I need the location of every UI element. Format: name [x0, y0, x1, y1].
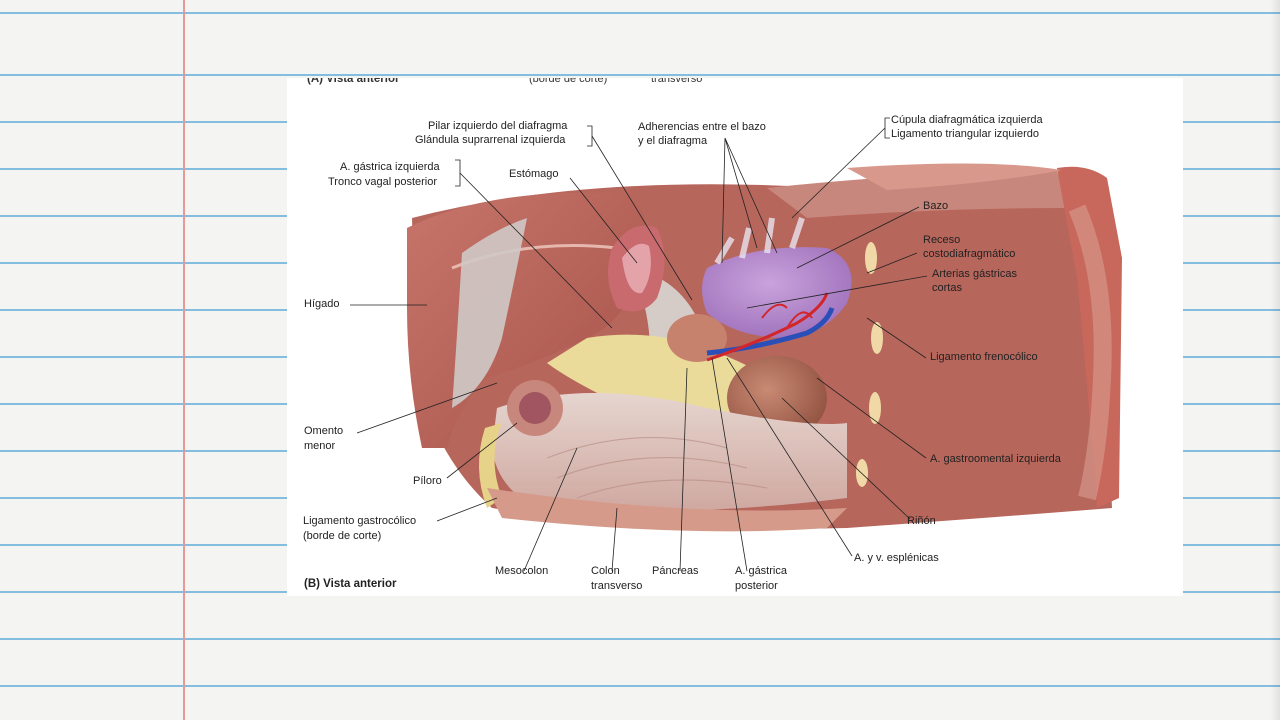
top-colon-text: transverso — [651, 78, 703, 85]
label-gastrica-posterior-1: A. gástrica — [735, 565, 787, 577]
label-gastrocolico-1: Ligamento gastrocólico — [303, 515, 417, 527]
label-gastrica-izquierda: A. gástrica izquierda — [340, 161, 440, 173]
label-pilar-izquierdo: Pilar izquierdo del diafragma — [428, 120, 568, 132]
label-pancreas: Páncreas — [652, 565, 699, 577]
anatomy-illustration — [350, 117, 1122, 572]
diaphragm-dome — [767, 170, 1067, 218]
label-adherencias-2: y el diafragma — [638, 135, 708, 147]
label-piloro: Píloro — [413, 475, 442, 487]
anatomy-figure: (A) Vista anterior (borde de corte) tran… — [287, 78, 1183, 596]
label-receso-2: costodiafragmático — [923, 248, 1016, 260]
label-mesocolon: Mesocolon — [495, 565, 549, 577]
top-border-text: (borde de corte) — [529, 78, 608, 85]
top-view-caption: (A) Vista anterior — [307, 78, 400, 85]
label-ligamento-frenocolico: Ligamento frenocólico — [930, 351, 1038, 363]
label-adherencias-1: Adherencias entre el bazo — [638, 121, 766, 133]
leader-lines — [350, 117, 928, 572]
label-higado: Hígado — [304, 298, 340, 310]
notebook-margin-line — [183, 0, 185, 720]
label-gastroomental: A. gastroomental izquierda — [930, 453, 1061, 465]
label-arterias-1: Arterias gástricas — [932, 268, 1017, 280]
label-cupula: Cúpula diafragmática izquierda — [891, 114, 1043, 126]
label-glandula-suprarrenal: Glándula suprarrenal izquierda — [415, 134, 566, 146]
label-colon-1: Colon — [591, 565, 620, 577]
greater-omentum — [492, 393, 847, 512]
spleen — [702, 247, 852, 338]
label-arterias-2: cortas — [932, 282, 962, 294]
label-ligamento-triangular: Ligamento triangular izquierdo — [891, 128, 1039, 140]
transverse-colon — [487, 488, 847, 532]
label-omento-2: menor — [304, 440, 336, 452]
figure-caption: (B) Vista anterior — [304, 578, 397, 590]
label-tronco-vagal: Tronco vagal posterior — [328, 176, 438, 188]
label-estomago: Estómago — [509, 168, 559, 180]
splenic-artery — [706, 292, 829, 362]
page-edge-shadow — [1270, 0, 1280, 720]
label-esplenicas: A. y v. esplénicas — [854, 552, 939, 564]
label-bazo: Bazo — [923, 200, 949, 212]
label-gastrica-posterior-2: posterior — [735, 580, 778, 592]
label-receso-1: Receso — [923, 234, 961, 246]
label-colon-2: transverso — [591, 580, 643, 592]
label-rinon: Riñón — [907, 515, 936, 527]
label-omento-1: Omento — [304, 425, 344, 437]
label-gastrocolico-2: (borde de corte) — [303, 530, 382, 542]
